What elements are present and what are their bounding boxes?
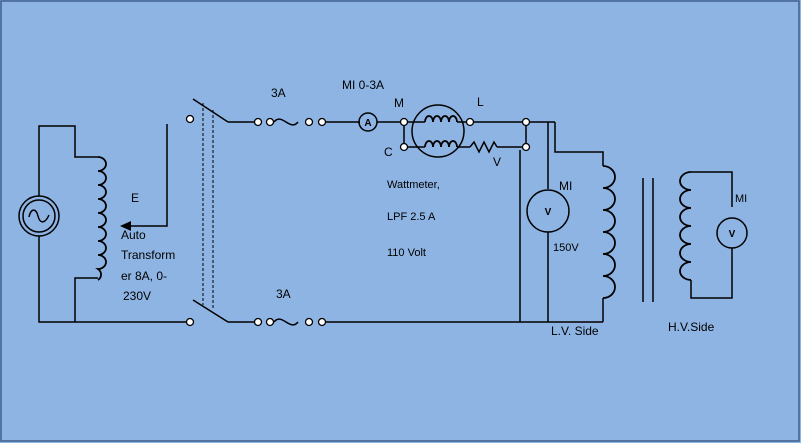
dpst-switch xyxy=(185,98,229,327)
hv-voltmeter xyxy=(716,217,748,249)
bottom-fuse-label: 3A xyxy=(276,287,291,301)
wattmeter-l-label: L xyxy=(477,95,484,109)
source-wiring xyxy=(38,125,190,323)
wattmeter-m-label: M xyxy=(394,96,404,110)
wattmeter xyxy=(399,104,555,158)
hv-voltmeter-type-label: MI xyxy=(735,193,747,205)
lv-voltmeter-range-label: 150V xyxy=(553,242,579,254)
ammeter-type-label: MI 0-3A xyxy=(342,78,384,92)
bottom-fuse xyxy=(228,317,603,327)
autotransformer-tap-label: E xyxy=(131,191,139,205)
hv-voltmeter-symbol: V xyxy=(729,229,736,240)
top-fuse xyxy=(228,117,360,127)
transformer-lv-winding xyxy=(554,122,616,322)
wattmeter-v-label: V xyxy=(493,155,501,169)
autotransformer-caption-1: Auto xyxy=(121,228,146,242)
autotransformer-coil xyxy=(95,156,107,281)
wattmeter-caption-2: LPF 2.5 A xyxy=(387,211,436,223)
autotransformer-caption-3: er 8A, 0- xyxy=(121,269,167,283)
autotransformer-tap-arrow xyxy=(120,124,168,231)
transformer-core xyxy=(642,178,654,302)
wattmeter-caption-3: 110 Volt xyxy=(387,247,426,259)
autotransformer-caption-2: Transform xyxy=(121,248,175,262)
lv-voltmeter xyxy=(519,122,570,322)
autotransformer-caption-4: 230V xyxy=(123,289,151,303)
top-fuse-label: 3A xyxy=(271,86,286,100)
wattmeter-c-label: C xyxy=(384,145,393,159)
lv-side-label: L.V. Side xyxy=(551,324,599,338)
lv-voltmeter-type-label: MI xyxy=(559,179,572,193)
ammeter-symbol: A xyxy=(364,118,371,129)
wattmeter-caption-1: Wattmeter, xyxy=(387,179,440,191)
hv-side-label: H.V.Side xyxy=(668,320,715,334)
lv-voltmeter-symbol: V xyxy=(545,207,552,218)
ammeter xyxy=(358,112,409,132)
transformer-hv-winding xyxy=(679,171,733,299)
